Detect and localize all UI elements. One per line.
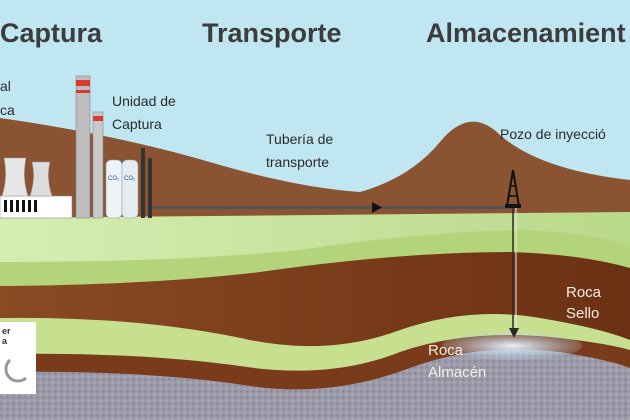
header-capture: Captura [0, 18, 103, 48]
capture-unit-label-line2: Captura [112, 116, 162, 132]
header-transport: Transporte [202, 18, 342, 48]
storage-rock-layer [0, 349, 630, 420]
capture-pipe [141, 148, 145, 218]
injection-arrow [509, 328, 519, 338]
factory-windows [4, 200, 37, 212]
co2-tank-icon [121, 159, 139, 219]
capture-unit-label-line1: Unidad de [112, 93, 176, 109]
pipeline-label-line1: Tubería de [266, 131, 334, 147]
cooling-tower-icon [1, 157, 29, 197]
pipeline [152, 206, 512, 209]
storage-rock-label-line2: Almacén [428, 364, 487, 381]
header-storage: Almacenamient [426, 18, 626, 48]
tank-label-1: CO₂ [108, 176, 120, 182]
chimney-icon [92, 111, 104, 219]
plant-label-line2: ca [0, 102, 15, 118]
logo-text-line2: a [2, 336, 8, 346]
drilling-rig-icon [505, 169, 521, 208]
storage-rock-label-line1: Roca [428, 342, 464, 359]
arrow-right-icon [372, 202, 382, 213]
seal-rock-label-line1: Roca [566, 284, 602, 301]
seal-rock-label-line2: Sello [566, 305, 600, 322]
logo-icon [4, 358, 27, 383]
co2-plume [442, 332, 582, 360]
tank-label-2: CO₂ [124, 176, 136, 182]
pipeline-label-line2: transporte [266, 154, 330, 170]
logo: er a [0, 322, 36, 394]
plant-label-line1: al [0, 78, 11, 94]
chimney-icon [75, 75, 91, 219]
cooling-tower-icon [29, 161, 53, 197]
logo-text-line1: er [2, 326, 11, 336]
capture-pipe [148, 158, 152, 218]
injection-well-label: Pozo de inyecció [500, 126, 606, 142]
co2-tank-icon [105, 159, 123, 219]
